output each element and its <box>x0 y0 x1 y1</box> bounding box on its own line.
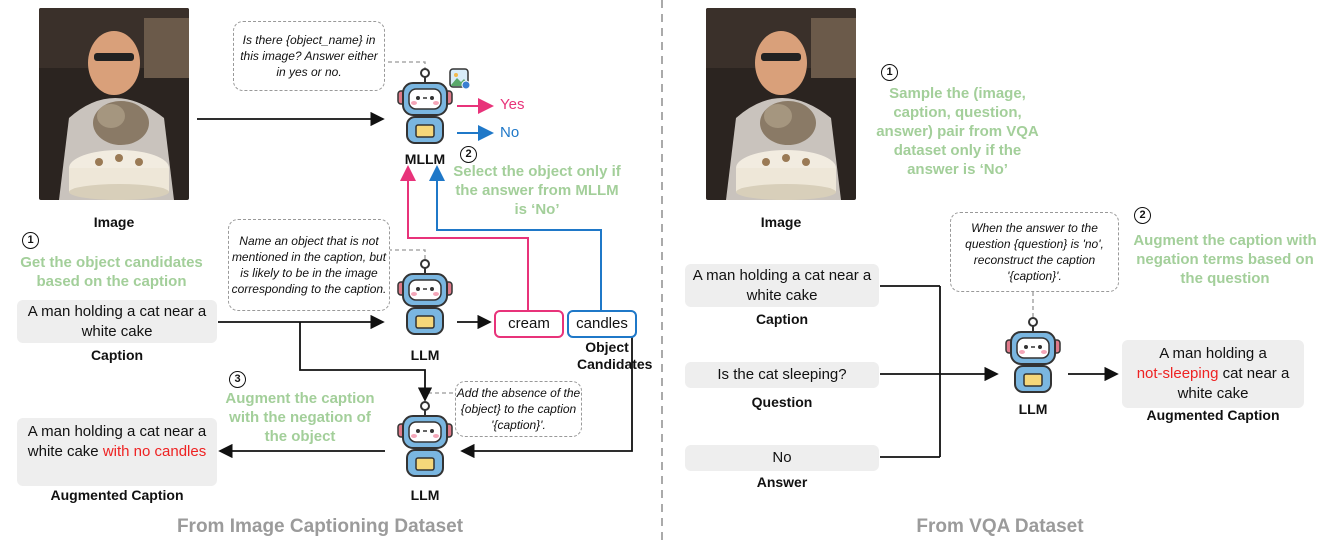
right-answer-label: Answer <box>756 474 808 490</box>
left-step2-text: Select the object only if the answer fro… <box>453 163 621 218</box>
arrow-candles-to-mllm <box>429 165 602 310</box>
left-photo <box>39 8 189 200</box>
left-image-label: Image <box>93 214 135 230</box>
right-caption-box: A man holding a cat near a white cake <box>685 264 879 307</box>
right-image-label: Image <box>760 214 802 230</box>
robot-icon <box>397 68 453 144</box>
left-aug-prompt: Add the absence of the {object} to the c… <box>455 381 582 437</box>
no-label: No <box>500 124 520 141</box>
llm-label-2: LLM <box>410 487 440 503</box>
right-caption-label: Caption <box>755 311 809 327</box>
left-caption-box: A man holding a cat near a white cake <box>17 300 217 343</box>
arrow-caption-to-llm2 <box>299 322 433 402</box>
right-aug-prefix: A man holding a <box>1159 345 1267 362</box>
right-question-box: Is the cat sleeping? <box>685 362 879 388</box>
left-step3-number: 3 <box>229 371 246 388</box>
prompt-connector-llm1 <box>388 249 426 262</box>
right-step2-text: Augment the caption with negation terms … <box>1133 232 1317 287</box>
right-aug-suffix: cat near a white cake <box>1177 365 1290 402</box>
right-prompt: When the answer to the question {questio… <box>950 212 1119 292</box>
aug-highlight: with no candles <box>102 443 207 460</box>
right-step2-number: 2 <box>1134 207 1151 224</box>
left-augmented-box: A man holding a cat near a white cake wi… <box>17 418 217 486</box>
robot-icon <box>1005 317 1061 393</box>
right-augmented-label: Augmented Caption <box>1146 407 1280 423</box>
candidate-cream: cream <box>494 310 564 338</box>
left-step3-text: Augment the caption with the negation of… <box>225 390 375 445</box>
right-photo <box>706 8 856 200</box>
candidate-candles: candles <box>567 310 637 338</box>
right-augmented-box: A man holding a not-sleeping cat near a … <box>1122 340 1304 408</box>
left-caption-label: Caption <box>90 347 144 363</box>
aug-prefix: A man holding a cat near a white cake <box>27 423 207 460</box>
right-step1-number: 1 <box>881 64 898 81</box>
left-step2-number: 2 <box>460 146 477 163</box>
left-footer: From Image Captioning Dataset <box>176 516 464 537</box>
mllm-label: MLLM <box>404 151 446 167</box>
right-footer: From VQA Dataset <box>916 516 1084 537</box>
left-augmented-label: Augmented Caption <box>50 487 184 503</box>
right-answer-box: No <box>685 445 879 471</box>
object-candidates-label: Object Candidates <box>577 339 653 372</box>
yes-label: Yes <box>500 96 525 113</box>
left-llm-prompt: Name an object that is not mentioned in … <box>228 219 390 311</box>
arrow-cream-to-mllm <box>400 165 529 310</box>
arrow-candidates-to-llm2 <box>460 322 633 459</box>
right-llm-label: LLM <box>1018 401 1048 417</box>
left-step1-text: Get the object candidates based on the c… <box>20 254 203 290</box>
llm-label-1: LLM <box>410 347 440 363</box>
right-step1-text: Sample the (image, caption, question, an… <box>876 85 1039 178</box>
left-mllm-prompt: Is there {object_name} in this image? An… <box>233 21 385 91</box>
robot-icon <box>397 259 453 335</box>
right-aug-highlight: not-sleeping <box>1136 365 1219 382</box>
left-step1-number: 1 <box>22 232 39 249</box>
image-badge-icon <box>449 68 471 90</box>
robot-icon <box>397 401 453 477</box>
right-question-label: Question <box>751 394 813 410</box>
